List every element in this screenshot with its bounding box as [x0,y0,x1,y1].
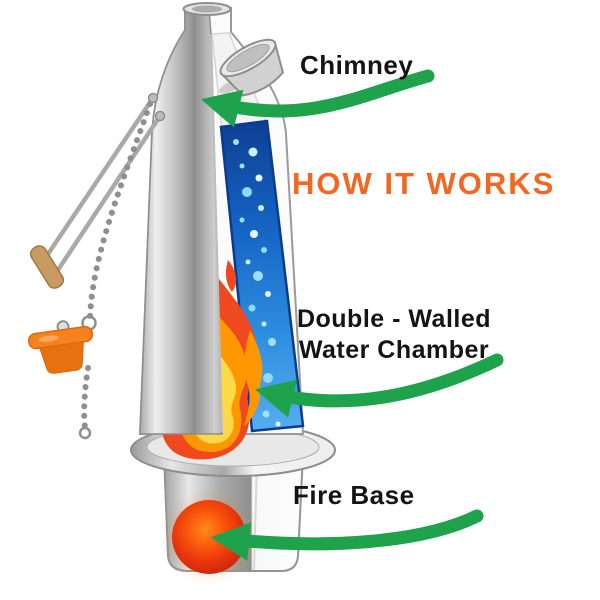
water-chamber-label-line1: Double - Walled [296,305,492,333]
cup-inside [226,43,270,73]
handle-wood-grip [29,245,65,289]
arrow-fire-base [210,509,484,561]
water-chamber-label-line2: Water Chamber [298,335,490,364]
water-chamber-label: Double - Walled Water Chamber [283,304,505,365]
handle [29,92,166,289]
fill-cap-cup [219,38,285,97]
chain-lower [81,365,91,431]
arrow-chimney [200,69,435,128]
chain [87,101,153,319]
handle-rivet [147,92,159,104]
chain-hook [78,426,92,440]
cork-stopper [27,320,94,374]
chimney-opening [192,5,222,13]
stopper-cork [39,341,84,374]
handle-rivet [154,110,166,122]
arrow-water-chamber [254,353,504,418]
chimney-label: Chimney [300,50,414,80]
annotation-arrows [200,69,504,561]
fire-base-label: Fire Base [293,480,415,510]
diagram-title: HOW IT WORKS [292,166,556,201]
chain-and-stopper [27,101,153,440]
kettle-shell-left [139,7,223,435]
